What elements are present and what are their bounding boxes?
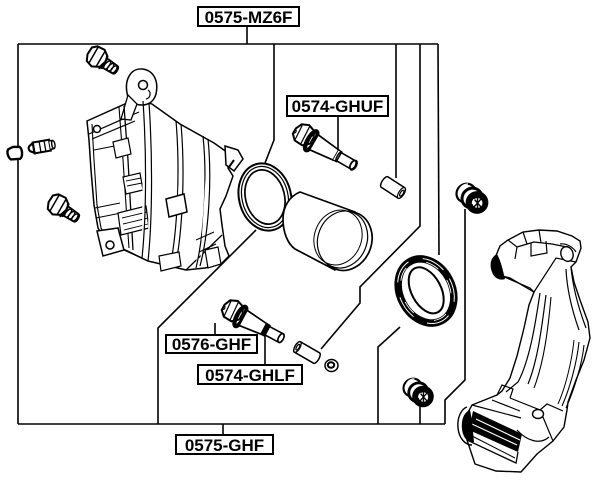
svg-text:0574-GHUF: 0574-GHUF — [292, 97, 384, 116]
svg-text:0575-GHF: 0575-GHF — [185, 436, 264, 455]
svg-text:0574-GHLF: 0574-GHLF — [205, 366, 295, 385]
svg-text:0576-GHF: 0576-GHF — [172, 335, 251, 354]
svg-text:0575-MZ6F: 0575-MZ6F — [205, 8, 293, 27]
